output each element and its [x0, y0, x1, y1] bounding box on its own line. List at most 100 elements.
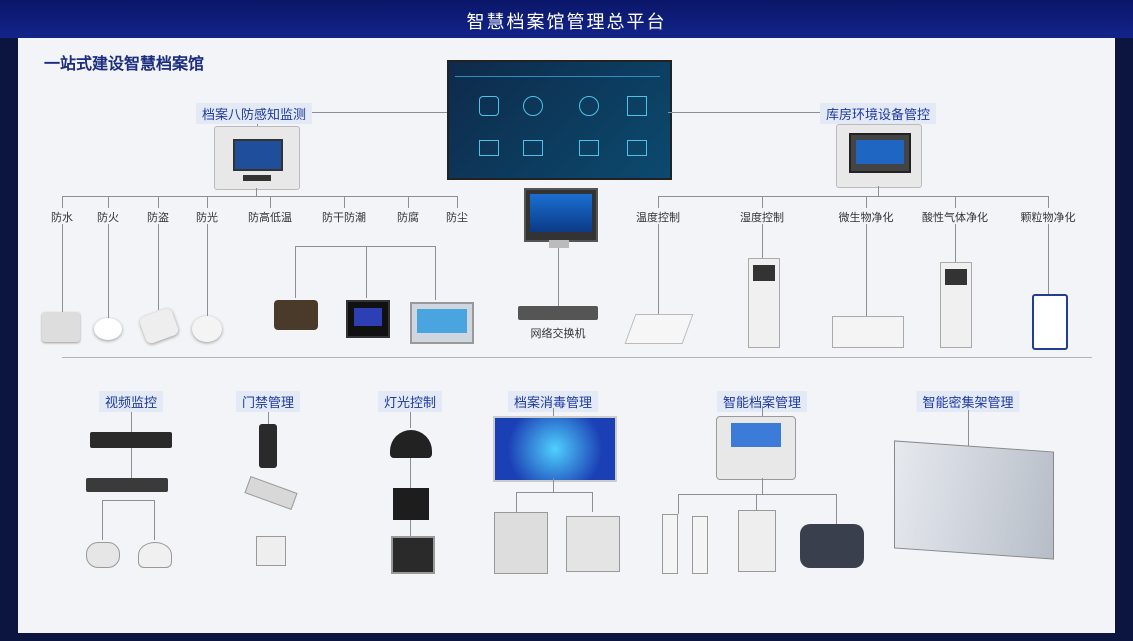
- link-line: [968, 410, 969, 446]
- poe-switch: [86, 478, 168, 492]
- ceiling-lamp: [390, 430, 432, 458]
- network-switch: [518, 306, 598, 320]
- defense-label-fire: 防火: [97, 211, 119, 224]
- screen-tile-5: [479, 140, 499, 156]
- exit-button: [256, 536, 286, 566]
- link-line: [658, 196, 1048, 197]
- link-line: [344, 196, 345, 208]
- temp-humidity-terminal: [274, 300, 318, 330]
- link-line: [62, 196, 457, 197]
- defense-label-humidity: 防干防潮: [322, 211, 366, 224]
- link-line: [207, 224, 208, 316]
- defense-label-corrosion: 防腐: [397, 211, 419, 224]
- env-label-microbe: 微生物净化: [838, 211, 894, 224]
- link-line: [955, 196, 956, 208]
- link-line: [268, 412, 269, 424]
- dome-camera: [138, 542, 172, 568]
- archive-kiosk-2: [692, 516, 708, 574]
- management-monitor: [524, 188, 598, 242]
- disinfection-cabinet: [494, 512, 548, 574]
- env-controller: [836, 124, 922, 188]
- link-line: [678, 494, 679, 514]
- section-divider: [62, 357, 1092, 358]
- link-line: [158, 196, 159, 208]
- link-line: [131, 412, 132, 432]
- link-line: [108, 196, 109, 208]
- link-line: [410, 458, 411, 488]
- link-line: [658, 224, 659, 314]
- link-line: [410, 412, 411, 428]
- platform-title: 智慧档案馆管理总平台: [466, 12, 667, 33]
- link-line: [836, 494, 837, 524]
- wall-display-panel: [410, 302, 474, 344]
- bottom-label-access: 门禁管理: [235, 391, 301, 412]
- compact-shelving-unit: [894, 440, 1054, 560]
- link-line: [256, 188, 257, 196]
- link-line: [108, 224, 109, 320]
- bottom-label-smart-archive: 智能档案管理: [716, 391, 808, 412]
- link-line: [408, 196, 409, 208]
- archive-robot: [800, 524, 864, 568]
- light-sensor: [192, 316, 222, 342]
- microbe-purifier: [832, 316, 904, 348]
- link-line: [762, 406, 763, 416]
- ceiling-ac-unit: [624, 314, 694, 344]
- screen-tile-1: [479, 96, 499, 116]
- link-line: [158, 224, 159, 310]
- screen-tile-3: [579, 96, 599, 116]
- monitor-stand: [549, 240, 569, 248]
- defense-label-water: 防水: [51, 211, 73, 224]
- acid-gas-purifier: [940, 262, 972, 348]
- screen-tile-8: [627, 140, 647, 156]
- link-line: [762, 478, 763, 494]
- bullet-camera: [86, 542, 120, 568]
- link-line: [762, 224, 763, 258]
- env-label-humidity: 湿度控制: [740, 211, 784, 224]
- particle-purifier: [1032, 294, 1068, 350]
- link-line: [295, 246, 435, 247]
- archive-kiosk-1: [662, 514, 678, 574]
- link-line: [366, 246, 367, 298]
- link-line: [668, 112, 878, 113]
- disinfection-machine: [566, 516, 620, 572]
- light-switch-panel: [391, 536, 435, 574]
- link-line: [558, 248, 559, 306]
- defense-label-temp: 防高低温: [248, 211, 292, 224]
- nvr-recorder: [90, 432, 172, 448]
- screen-tile-2: [523, 96, 543, 116]
- bottom-label-compact-shelving: 智能密集架管理: [916, 391, 1020, 412]
- link-line: [756, 494, 757, 510]
- humidity-control-cabinet: [748, 258, 780, 348]
- env-label-temperature: 温度控制: [636, 211, 680, 224]
- bottom-label-video: 视频监控: [98, 391, 164, 412]
- link-line: [270, 196, 271, 208]
- screen-tile-4: [627, 96, 647, 116]
- disinfection-dashboard: [493, 416, 617, 482]
- link-line: [154, 500, 155, 540]
- link-line: [516, 492, 517, 512]
- link-line: [102, 500, 154, 501]
- eight-defense-controller: [214, 126, 300, 190]
- link-line: [592, 492, 593, 512]
- left-monitor-title: 档案八防感知监测: [195, 103, 313, 124]
- link-line: [102, 500, 103, 540]
- link-line: [62, 196, 63, 208]
- defense-label-theft: 防盗: [147, 211, 169, 224]
- link-line: [553, 478, 554, 492]
- link-line: [207, 196, 208, 208]
- network-switch-label: 网络交换机: [530, 327, 586, 340]
- water-leak-sensor: [42, 312, 80, 342]
- link-line: [457, 196, 458, 208]
- link-line: [516, 492, 592, 493]
- link-line: [762, 196, 763, 208]
- link-line: [1048, 196, 1049, 208]
- link-line: [410, 520, 411, 536]
- link-line: [553, 408, 554, 416]
- env-label-acid-gas: 酸性气体净化: [922, 211, 988, 224]
- screen-tile-6: [523, 140, 543, 156]
- archive-inventory-cart: [738, 510, 776, 572]
- header-bar: 智慧档案馆管理总平台: [0, 0, 1133, 38]
- defense-label-dust: 防尘: [446, 211, 468, 224]
- link-line: [295, 246, 296, 298]
- link-line: [62, 224, 63, 312]
